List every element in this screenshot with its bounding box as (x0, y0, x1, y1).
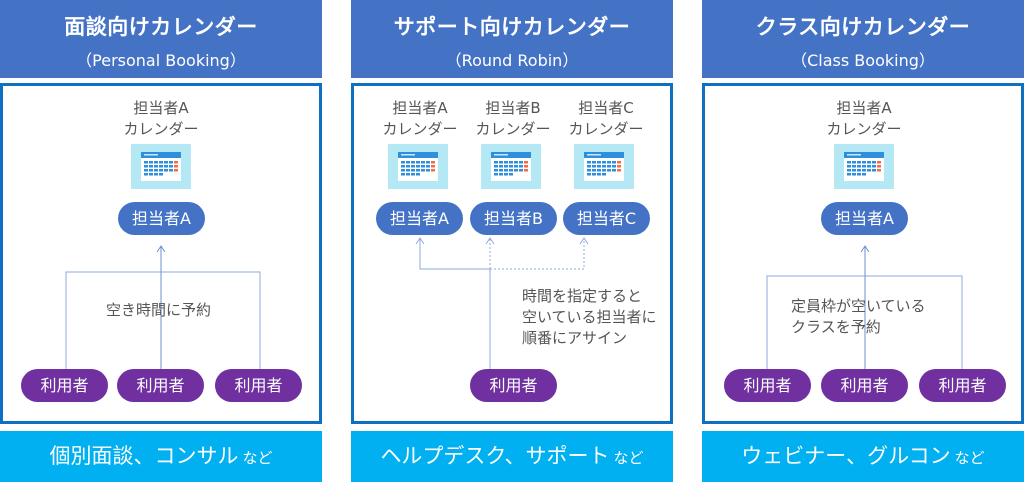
use-case-text: ウェビナー、グルコン (741, 444, 951, 468)
user-bracket-line (65, 271, 261, 374)
calendar-icon (574, 144, 634, 189)
calendar-icon (388, 144, 448, 189)
flow-note-line: 空き時間に予約 (106, 301, 212, 319)
calendar-word: カレンダー (568, 120, 644, 138)
calendar-word: カレンダー (826, 120, 902, 138)
calendar-owner: 担当者A (836, 99, 892, 117)
calendar-owner: 担当者A (133, 99, 189, 117)
user-pill: 利用者 (117, 369, 204, 402)
user-pill: 利用者 (919, 369, 1006, 402)
column-header: クラス向けカレンダー （Class Booking） (702, 0, 1024, 78)
use-case-text: ヘルプデスク、サポート (380, 444, 610, 468)
calendar-owner: 担当者B (485, 99, 541, 117)
arrow-head-icon (860, 245, 870, 253)
calendar-icon (834, 144, 894, 189)
staff-pill: 担当者B (470, 202, 557, 235)
use-case-banner: ヘルプデスク、サポートなど (351, 431, 673, 482)
calendar-label: 担当者A カレンダー (365, 98, 475, 140)
flow-note: 時間を指定すると 空いている担当者に 順番にアサイン (522, 286, 657, 349)
use-case-suffix: など (954, 449, 985, 467)
arrow-head-icon (579, 237, 589, 245)
calendar-label: 担当者C カレンダー (551, 98, 661, 140)
calendar-owner: 担当者C (578, 99, 634, 117)
column-title: 面談向けカレンダー (64, 15, 258, 39)
user-pill: 利用者 (21, 369, 108, 402)
user-pill: 利用者 (215, 369, 302, 402)
staff-pill: 担当者A (118, 202, 205, 235)
calendar-label: 担当者B カレンダー (458, 98, 568, 140)
user-pill: 利用者 (821, 369, 908, 402)
staff-pill: 担当者A (376, 202, 463, 235)
flow-note-line: クラスを予約 (791, 318, 881, 336)
column-personal-booking: 面談向けカレンダー （Personal Booking） 担当者A カレンダー (0, 0, 322, 484)
column-header: サポート向けカレンダー （Round Robin） (351, 0, 673, 78)
column-round-robin: サポート向けカレンダー （Round Robin） 担当者A カレンダー 担当者… (351, 0, 673, 484)
use-case-text: 個別面談、コンサル (49, 444, 239, 468)
arrow-head-icon (485, 237, 495, 245)
flow-note: 空き時間に予約 (106, 300, 211, 321)
flow-note-line: 空いている担当者に (522, 308, 657, 326)
calendar-icon (481, 144, 541, 189)
user-pill: 利用者 (724, 369, 811, 402)
column-header: 面談向けカレンダー （Personal Booking） (0, 0, 322, 78)
flow-note: 定員枠が空いている クラスを予約 (791, 296, 926, 338)
diagram-panel: 担当者A カレンダー 担当者A 定員枠が空いている クラスを予約 (702, 83, 1024, 424)
column-subtitle: （Round Robin） (445, 51, 579, 70)
diagram-panel: 担当者A カレンダー 担当者B カレンダー 担当者C カレンダー (351, 83, 673, 424)
diagram-panel: 担当者A カレンダー 担当者A 空き時間に予 (0, 83, 322, 424)
flow-note-line: 定員枠が空いている (791, 297, 926, 315)
assign-line-a (419, 238, 490, 270)
column-subtitle: （Class Booking） (791, 51, 935, 70)
use-case-banner: ウェビナー、グルコンなど (702, 431, 1024, 482)
user-pill: 利用者 (470, 369, 557, 402)
calendar-icon (131, 144, 191, 189)
flow-note-line: 順番にアサイン (522, 329, 628, 347)
column-subtitle: （Personal Booking） (76, 51, 246, 70)
column-title: サポート向けカレンダー (393, 15, 631, 39)
flow-note-line: 時間を指定すると (522, 287, 643, 305)
column-title: クラス向けカレンダー (755, 15, 971, 39)
calendar-owner: 担当者A (392, 99, 448, 117)
staff-pill: 担当者C (563, 202, 650, 235)
use-case-suffix: など (242, 449, 273, 467)
use-case-suffix: など (613, 449, 644, 467)
calendar-word: カレンダー (382, 120, 458, 138)
assign-line-c (490, 238, 585, 270)
calendar-word: カレンダー (475, 120, 551, 138)
use-case-banner: 個別面談、コンサルなど (0, 431, 322, 482)
arrow-head-icon (156, 245, 166, 253)
arrow-head-icon (415, 237, 425, 245)
calendar-word: カレンダー (123, 120, 199, 138)
calendar-label: 担当者A カレンダー (106, 98, 216, 140)
calendar-label: 担当者A カレンダー (809, 98, 919, 140)
staff-pill: 担当者A (821, 202, 908, 235)
column-class-booking: クラス向けカレンダー （Class Booking） 担当者A カレンダー (702, 0, 1024, 484)
